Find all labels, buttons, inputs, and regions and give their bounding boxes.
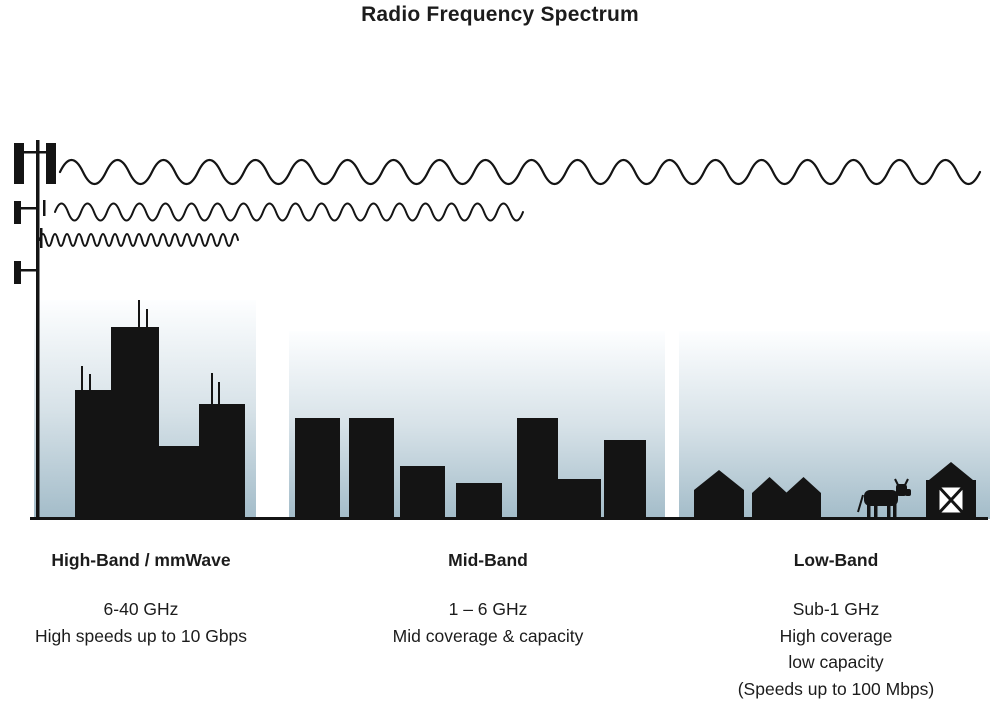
band-detail: High speeds up to 10 Gbps: [30, 623, 252, 650]
band-detail: Sub-1 GHz: [680, 596, 992, 623]
band-detail: 6-40 GHz: [30, 596, 252, 623]
mid-band-label-group: Mid-Band 1 – 6 GHz Mid coverage & capaci…: [328, 550, 648, 649]
band-detail: 1 – 6 GHz: [328, 596, 648, 623]
high-frequency-wave-icon: [40, 234, 238, 246]
band-detail: low capacity: [680, 649, 992, 676]
low-band-label-group: Low-Band Sub-1 GHz High coverage low cap…: [680, 550, 992, 702]
band-detail: (Speeds up to 100 Mbps): [680, 676, 992, 702]
mid-frequency-wave-icon: [55, 204, 523, 221]
spectrum-graphic: [0, 0, 1000, 540]
ground-line: [30, 517, 988, 520]
band-detail: High coverage: [680, 623, 992, 650]
band-name-high: High-Band / mmWave: [30, 550, 252, 571]
high-band-label-group: High-Band / mmWave 6-40 GHz High speeds …: [30, 550, 252, 649]
band-name-low: Low-Band: [680, 550, 992, 571]
band-name-mid: Mid-Band: [328, 550, 648, 571]
band-detail: Mid coverage & capacity: [328, 623, 648, 650]
low-frequency-wave-icon: [60, 160, 980, 184]
